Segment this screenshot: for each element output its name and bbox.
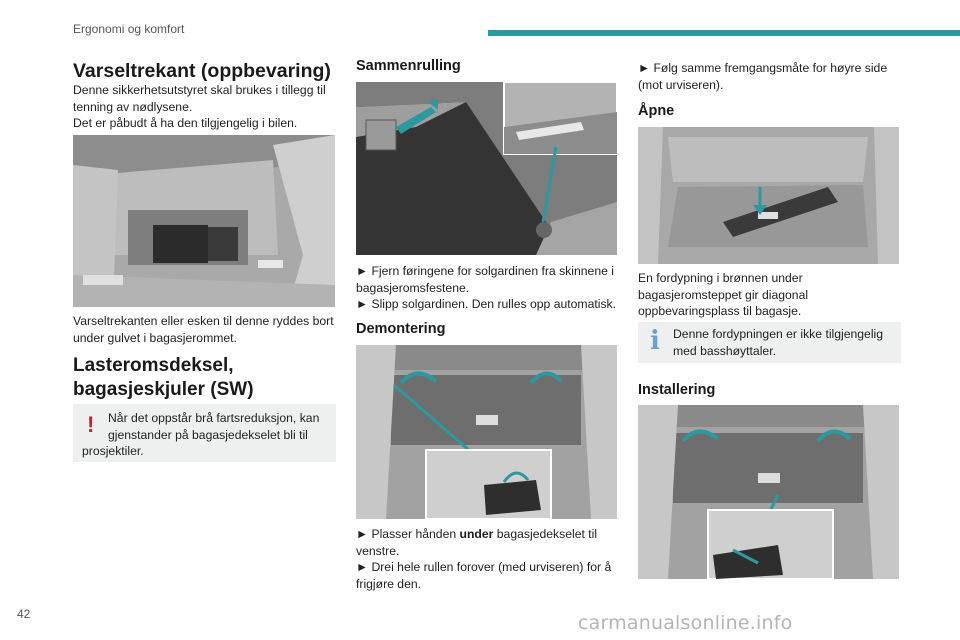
figure-removal — [356, 345, 617, 519]
text-span: bagasjedekselet til — [493, 527, 598, 541]
removal-instructions: ► Plasser hånden under bagasjedekselet t… — [356, 526, 611, 592]
figure-trunk-warning-triangle — [73, 135, 335, 307]
text-line: venstre. — [356, 543, 400, 558]
page-number: 42 — [17, 607, 31, 621]
text-line: oppbevaringsplass til bagasje. — [638, 304, 802, 318]
text-line: gjenstander på bagasjedekselet bli til — [108, 427, 308, 442]
text-bold: under — [459, 527, 494, 541]
warning-icon: ! — [87, 412, 95, 437]
text-line: bagasjeromsfestene. — [356, 280, 470, 295]
heading-roll-up: Sammenrulling — [356, 58, 461, 74]
text-line: Denne fordypningen er ikke tilgjengelig — [673, 327, 884, 341]
heading-removal: Demontering — [356, 321, 446, 337]
heading-open: Åpne — [638, 103, 675, 119]
header-accent-bar — [488, 30, 960, 36]
info-box: i Denne fordypningen er ikke tilgjengeli… — [638, 322, 901, 363]
warning-box: ! Når det oppstår brå fartsreduksjon, ka… — [73, 404, 336, 462]
heading-line: Lasteromsdeksel, — [73, 355, 234, 376]
heading-line: bagasjeskjuler (SW) — [73, 379, 254, 400]
text-line: frigjøre den. — [356, 576, 422, 591]
heading-install: Installering — [638, 382, 716, 398]
text-line: En fordypning i brønnen under — [638, 271, 803, 285]
text-line: (mot urviseren). — [638, 77, 724, 92]
text-line: ► Drei hele rullen forover (med urvisere… — [356, 560, 612, 574]
warning-triangle-intro: Denne sikkerhetsutstyret skal brukes i t… — [73, 82, 326, 132]
text-line: ► Slipp solgardinen. Den rulles opp auto… — [356, 297, 617, 311]
warning-text: Når det oppstår brå fartsreduksjon, kan … — [108, 410, 319, 443]
heading-warning-triangle: Varseltrekant (oppbevaring) — [73, 60, 331, 82]
figure-roll-up — [356, 82, 617, 255]
text-line: Denne sikkerhetsutstyret skal brukes i t… — [73, 83, 326, 97]
figure-open — [638, 127, 899, 264]
text-line: tenning av nødlysene. — [73, 99, 193, 114]
text-line: prosjektiler. — [82, 444, 144, 458]
info-text: Denne fordypningen er ikke tilgjengelig … — [673, 326, 883, 359]
text-line: Varseltrekanten eller esken til denne ry… — [73, 314, 334, 328]
figure-install — [638, 405, 899, 579]
text-line: ► Plasser hånden under bagasjedekselet t… — [356, 526, 611, 543]
right-side-instructions: ► Følg samme fremgangsmåte for høyre sid… — [638, 60, 887, 93]
text-span: ► Plasser hånden — [356, 527, 460, 541]
info-icon: i — [650, 326, 660, 356]
text-line: ► Følg samme fremgangsmåte for høyre sid… — [638, 61, 888, 75]
watermark: carmanualsonline.info — [578, 612, 793, 634]
open-description: En fordypning i brønnen under bagasjerom… — [638, 270, 808, 320]
roll-up-instructions: ► Fjern føringene for solgardinen fra sk… — [356, 263, 616, 313]
warning-triangle-storage-text: Varseltrekanten eller esken til denne ry… — [73, 313, 334, 346]
text-line: bagasjeromsteppet gir diagonal — [638, 287, 809, 302]
text-line: med basshøyttaler. — [673, 343, 776, 358]
text-line: ► Fjern føringene for solgardinen fra sk… — [356, 264, 614, 278]
section-header: Ergonomi og komfort — [73, 22, 185, 36]
text-line: under gulvet i bagasjerommet. — [73, 330, 237, 345]
heading-cargo-cover: Lasteromsdeksel, bagasjeskjuler (SW) — [73, 354, 254, 402]
text-line: Det er påbudt å ha den tilgjengelig i bi… — [73, 116, 298, 130]
text-line: Når det oppstår brå fartsreduksjon, kan — [108, 411, 320, 425]
